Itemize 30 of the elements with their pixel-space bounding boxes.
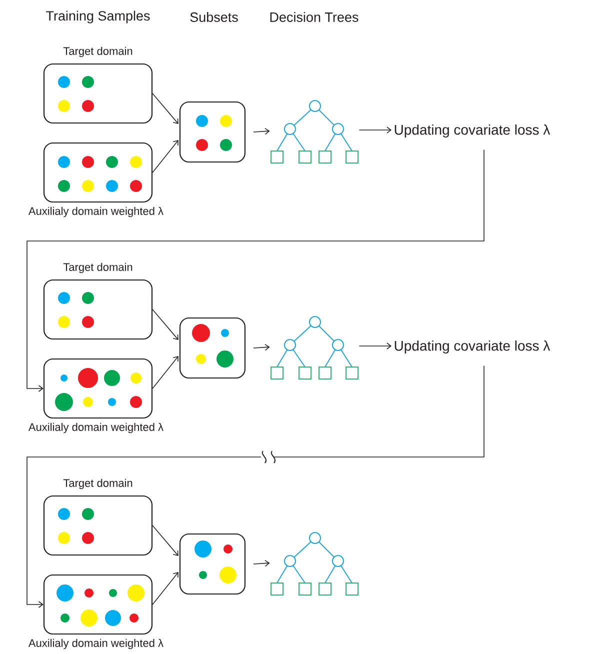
domain-label: Auxilialy domain weighted λ — [28, 206, 164, 218]
domain-label: Auxilialy domain weighted λ — [28, 422, 164, 434]
column-heading: Subsets — [190, 12, 238, 22]
domain-label: Target domain — [63, 46, 132, 58]
decision-tree-drawing — [270, 100, 358, 164]
arrow — [152, 356, 178, 389]
arrow — [26, 365, 484, 608]
arrow — [253, 128, 270, 135]
subset-box — [179, 533, 246, 595]
domain-label: Target domain — [63, 262, 132, 274]
subset-box — [179, 101, 246, 163]
arrow — [152, 140, 178, 173]
decision-tree-drawing — [270, 316, 358, 380]
update-label: Updating covariate loss λ — [394, 124, 550, 138]
arrow — [253, 344, 270, 351]
arrow — [152, 93, 178, 124]
arrow — [358, 126, 392, 134]
domain-label: Auxilialy domain weighted λ — [28, 638, 164, 650]
arrow — [152, 309, 178, 340]
arrow — [358, 342, 392, 350]
arrow — [152, 525, 178, 556]
arrow — [253, 560, 270, 567]
decision-tree-drawing — [270, 532, 358, 596]
column-heading: Decision Trees — [270, 12, 358, 22]
domain-label: Target domain — [63, 478, 132, 490]
arrow — [152, 572, 178, 605]
column-heading: Training Samples — [46, 10, 150, 24]
subset-box — [179, 317, 246, 379]
update-label: Updating covariate loss λ — [394, 340, 550, 354]
arrow — [26, 149, 484, 392]
